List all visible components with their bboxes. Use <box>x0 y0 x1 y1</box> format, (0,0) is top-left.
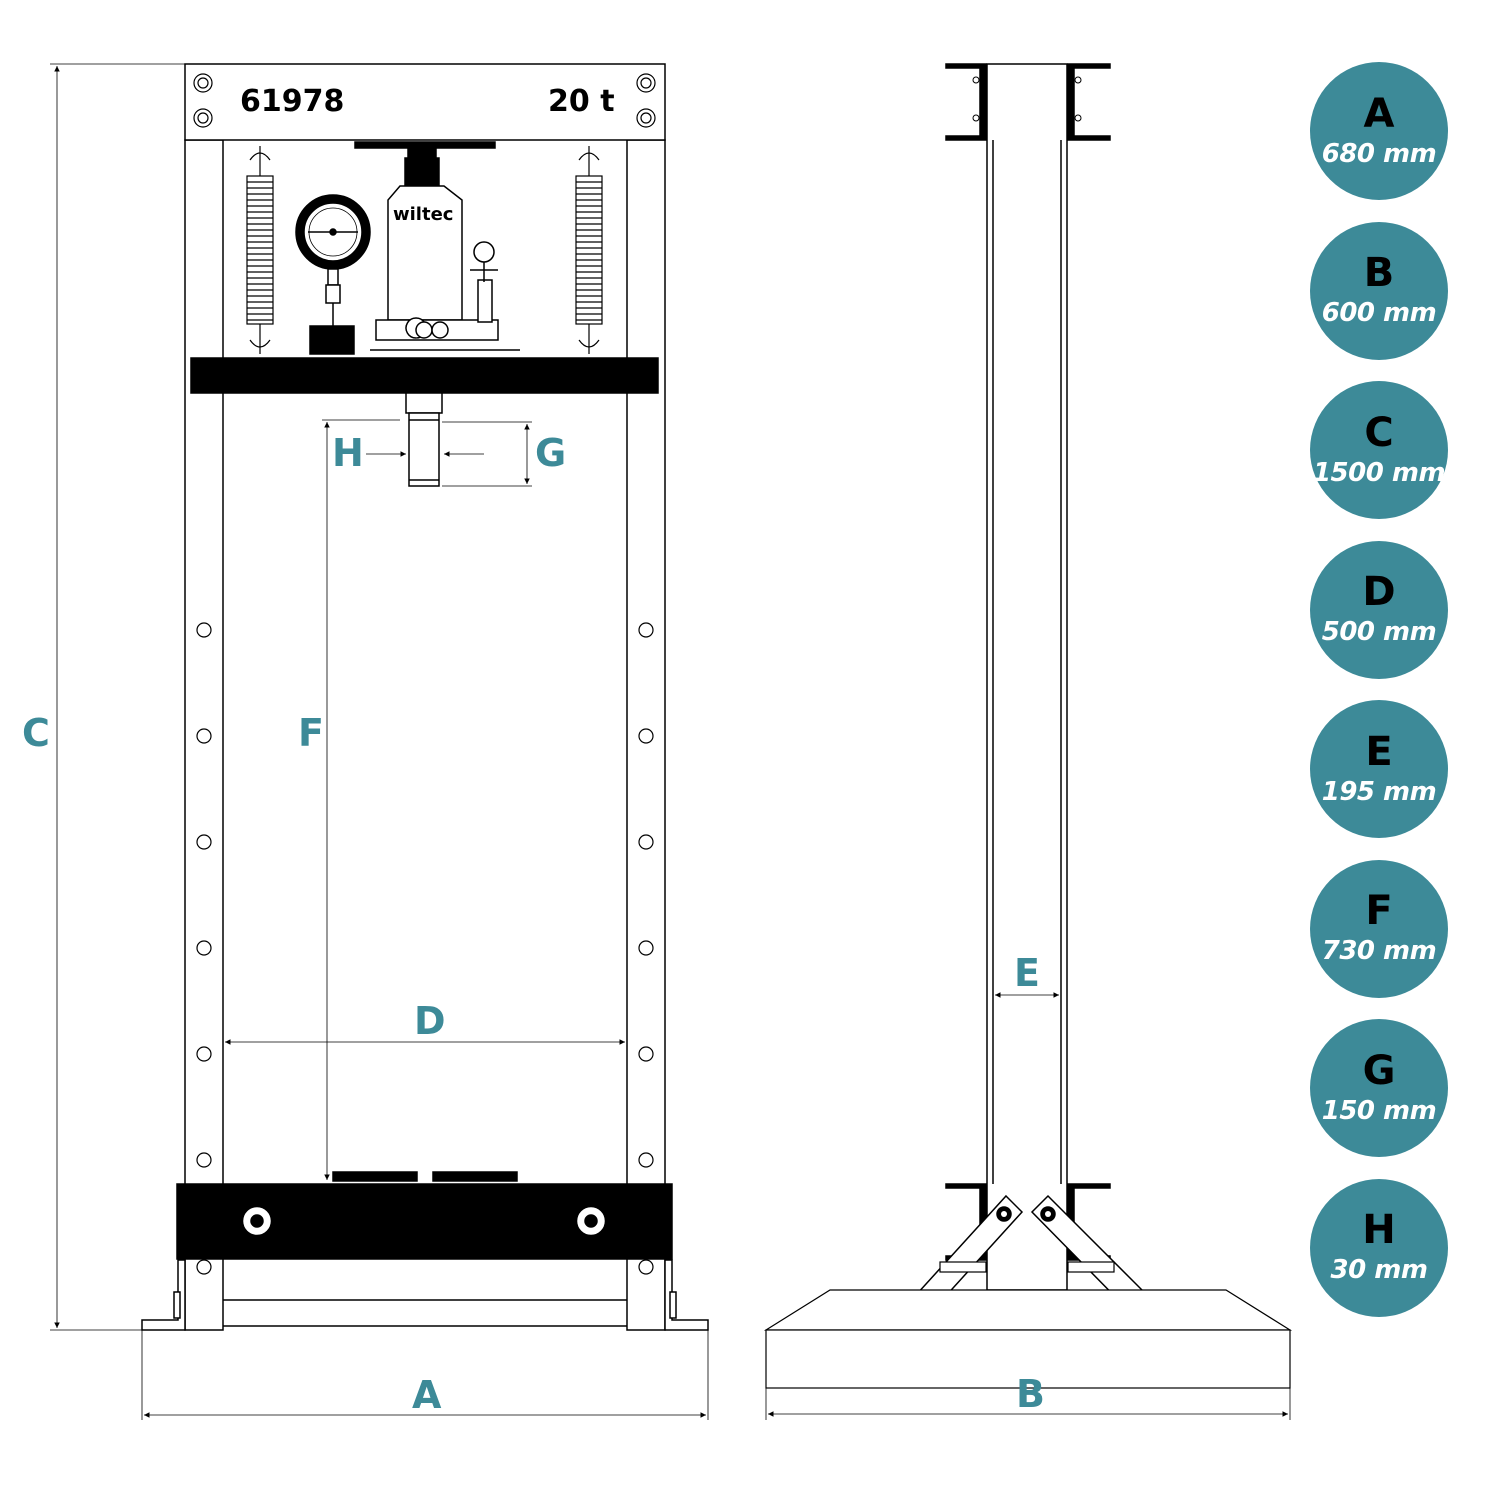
legend-item-f: F 730 mm <box>1310 859 1448 998</box>
press-beam <box>190 357 659 394</box>
dim-label-h: H <box>332 431 364 475</box>
beam-bolts <box>193 73 656 128</box>
legend-letter: H <box>1362 1207 1396 1254</box>
dim-label-a: A <box>412 1373 442 1417</box>
dim-label-f: F <box>298 711 324 755</box>
model-number: 61978 <box>240 84 344 119</box>
dim-label-c: C <box>22 711 50 755</box>
front-dimension-letters: C A D F G H <box>22 431 566 1417</box>
legend-letter: E <box>1365 728 1393 775</box>
ram-piston <box>405 392 443 487</box>
jack-brand: wiltec <box>393 204 453 225</box>
legend-value: 150 mm <box>1321 1095 1437 1126</box>
legend-value: 600 mm <box>1321 298 1437 329</box>
legend-item-d: D 500 mm <box>1310 540 1448 679</box>
front-dimension-lines <box>50 63 709 1420</box>
legend-value: 30 mm <box>1330 1255 1428 1286</box>
capacity-label: 20 t <box>548 84 615 119</box>
legend-letter: G <box>1362 1047 1396 1094</box>
side-dimension-lines <box>765 992 1291 1420</box>
side-column <box>986 63 1068 1291</box>
dimension-legend: A 680 mm B 600 mm C 1500 mm D 500 mm E 1… <box>1310 62 1450 1338</box>
legend-letter: D <box>1362 569 1396 616</box>
side-view <box>763 63 1293 1389</box>
dim-label-b: B <box>1016 1372 1045 1416</box>
top-beam <box>184 63 666 141</box>
dim-label-g: G <box>535 431 566 475</box>
left-column <box>184 139 224 1331</box>
side-base <box>763 1261 1293 1389</box>
legend-value: 500 mm <box>1321 617 1437 648</box>
dim-label-d: D <box>414 999 446 1043</box>
left-spring <box>246 146 274 354</box>
right-column <box>626 139 666 1331</box>
legend-item-a: A 680 mm <box>1310 62 1448 200</box>
front-feet <box>141 1259 709 1331</box>
legend-item-e: E 195 mm <box>1310 700 1448 838</box>
side-dimension-letters: B E <box>1014 951 1045 1416</box>
legend-value: 195 mm <box>1321 776 1437 807</box>
legend-value: 730 mm <box>1321 936 1437 967</box>
legend-value: 1500 mm <box>1312 457 1446 488</box>
legend-letter: F <box>1365 888 1393 935</box>
legend-letter: B <box>1363 250 1395 297</box>
right-spring <box>575 146 603 354</box>
bottle-jack <box>354 141 520 351</box>
legend-item-b: B 600 mm <box>1310 221 1448 360</box>
column-holes <box>196 622 654 1275</box>
press-bed <box>176 1171 673 1260</box>
legend-value: 680 mm <box>1321 138 1437 169</box>
pressure-gauge <box>295 194 371 355</box>
legend-letter: C <box>1364 409 1394 456</box>
front-view: 61978 20 t wiltec <box>141 63 709 1331</box>
legend-item-c: C 1500 mm <box>1310 381 1448 519</box>
legend-letter: A <box>1363 90 1395 137</box>
dim-label-e: E <box>1014 951 1040 995</box>
legend-item-h: H 30 mm <box>1310 1178 1448 1317</box>
top-channel-brackets <box>945 63 1111 141</box>
legend-item-g: G 150 mm <box>1310 1019 1448 1157</box>
